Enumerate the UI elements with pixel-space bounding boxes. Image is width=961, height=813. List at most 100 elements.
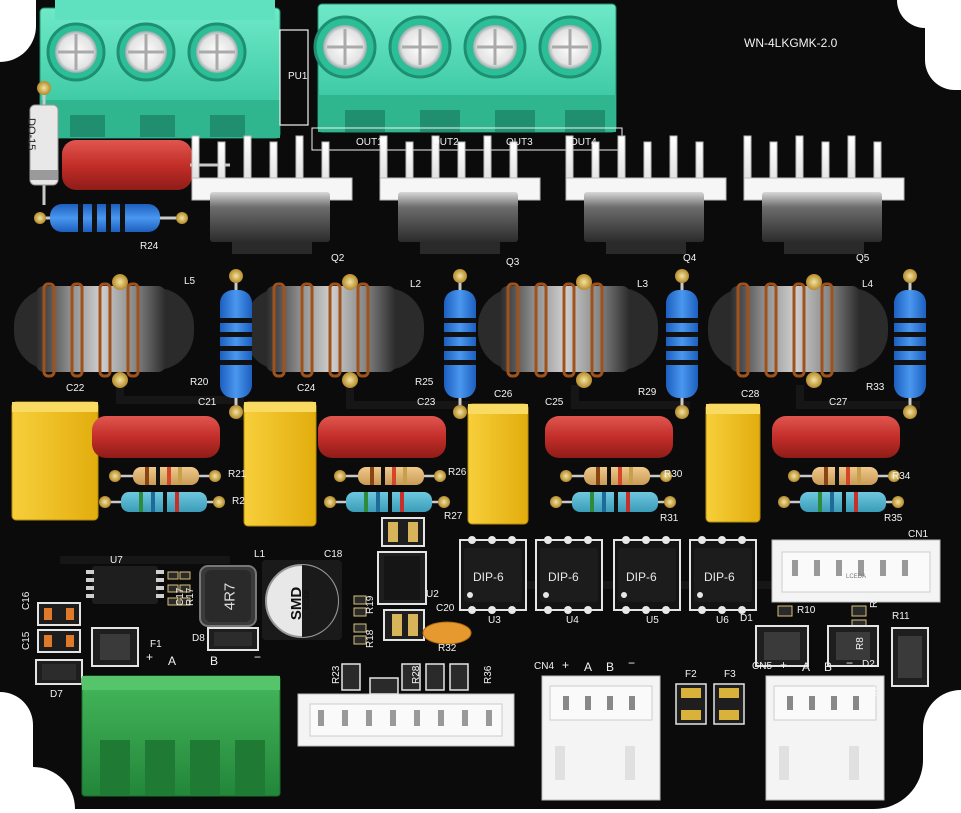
label-u2: U2 <box>426 589 439 600</box>
label-cn5-b: B <box>824 660 833 674</box>
out-screw-1 <box>313 15 377 79</box>
label-c23: C23 <box>417 397 436 408</box>
label-r35: R35 <box>884 513 903 524</box>
small-resistors-group <box>99 467 904 512</box>
label-f3: F3 <box>724 669 736 680</box>
d8-diode <box>207 627 259 651</box>
inductor-l4 <box>708 274 888 388</box>
heatsink-q4 <box>565 135 727 254</box>
label-r26: R26 <box>448 467 467 478</box>
d7-diode <box>35 659 83 685</box>
c18-marking-smd: SMD <box>288 586 306 621</box>
dip6-group <box>459 536 757 614</box>
label-q5: Q5 <box>856 253 870 264</box>
resistor-r22 <box>99 492 225 512</box>
optocoupler-u4 <box>535 536 603 614</box>
label-r8: R8 <box>855 637 866 650</box>
label-c18: C18 <box>324 549 343 560</box>
label-r11: R11 <box>892 611 910 622</box>
red-capacitors-group <box>92 416 900 458</box>
label-cn5-minus: − <box>846 656 854 670</box>
resistor-r27 <box>324 492 450 512</box>
do15-diode <box>29 81 59 205</box>
optocoupler-u6 <box>689 536 757 614</box>
resistor-r30 <box>560 467 672 485</box>
label-q4: Q4 <box>683 253 697 264</box>
label-out3: OUT3 <box>506 137 533 148</box>
label-l2: L2 <box>410 279 422 290</box>
label-l1: L1 <box>254 549 266 560</box>
dip6-label-u4: DIP-6 <box>548 570 579 584</box>
capacitor-c21 <box>92 416 220 458</box>
yellow-capacitors-group <box>11 401 761 527</box>
label-c16: C16 <box>21 591 32 610</box>
cn1-marking: LCEDA <box>846 574 867 580</box>
label-d3: D3 <box>872 684 883 697</box>
label-u3: U3 <box>488 615 501 626</box>
label-cn4-b: B <box>606 660 615 674</box>
label-in-plus: + <box>146 650 154 664</box>
label-r9: R9 <box>869 595 880 608</box>
bottom-middle-connector <box>297 693 515 747</box>
dip6-label-u3: DIP-6 <box>473 570 504 584</box>
heatsink-q2 <box>191 135 353 254</box>
vertical-resistors-group <box>220 269 926 419</box>
pu1-terminal-block <box>39 0 281 139</box>
out-screw-4 <box>538 15 602 79</box>
label-u4: U4 <box>566 615 579 626</box>
cn5-connector <box>765 675 885 801</box>
label-r31: R31 <box>660 513 679 524</box>
out-screw-2 <box>388 15 452 79</box>
label-r32: R32 <box>438 643 457 654</box>
label-f1: F1 <box>150 639 162 650</box>
label-q2: Q2 <box>331 253 345 264</box>
r24-resistor <box>34 204 188 232</box>
capacitor-c22 <box>11 401 99 521</box>
label-cn5-plus: + <box>780 658 788 672</box>
resistor-r31 <box>550 492 676 512</box>
capacitor-c27 <box>772 416 900 458</box>
label-d8: D8 <box>192 633 205 644</box>
label-r28: R28 <box>411 665 422 684</box>
u7-soic <box>86 566 164 604</box>
label-c20: C20 <box>436 603 455 614</box>
inductor-l5 <box>14 274 194 388</box>
label-r33: R33 <box>866 382 885 393</box>
label-c24: C24 <box>297 383 316 394</box>
r32-component <box>422 621 472 645</box>
label-cn1: CN1 <box>908 529 929 540</box>
heatsink-q5 <box>743 135 905 254</box>
output-terminal-block <box>313 3 617 133</box>
label-r36: R36 <box>483 665 494 684</box>
inductors-group <box>14 274 888 388</box>
label-l4: L4 <box>862 279 874 290</box>
label-r19: R19 <box>365 595 376 614</box>
dip6-label-u6: DIP-6 <box>704 570 735 584</box>
f1-fuse <box>91 627 139 667</box>
heatsink-q3 <box>379 135 541 254</box>
label-c26: C26 <box>494 389 513 400</box>
cn4-connector <box>541 675 661 801</box>
resistor-r33 <box>894 269 926 419</box>
optocoupler-u5 <box>613 536 681 614</box>
resistor-r29 <box>666 269 698 419</box>
label-r18: R18 <box>365 629 376 648</box>
label-cn4-plus: + <box>562 658 570 672</box>
label-pu1: PU1 <box>288 71 308 82</box>
label-d2: D2 <box>862 659 875 670</box>
label-c27: C27 <box>829 397 848 408</box>
label-cn4: CN4 <box>534 661 555 672</box>
label-q3: Q3 <box>506 257 520 268</box>
film-capacitor-top-left <box>62 140 192 190</box>
label-r23: R23 <box>331 665 342 684</box>
label-u7: U7 <box>110 555 123 566</box>
dip6-label-u5: DIP-6 <box>626 570 657 584</box>
optocoupler-u3 <box>459 536 527 614</box>
label-c25: C25 <box>545 397 564 408</box>
label-cn4-a: A <box>584 660 593 674</box>
inductor-l2 <box>244 274 424 388</box>
resistor-r21 <box>109 467 221 485</box>
r18-r19-smd <box>353 595 367 645</box>
